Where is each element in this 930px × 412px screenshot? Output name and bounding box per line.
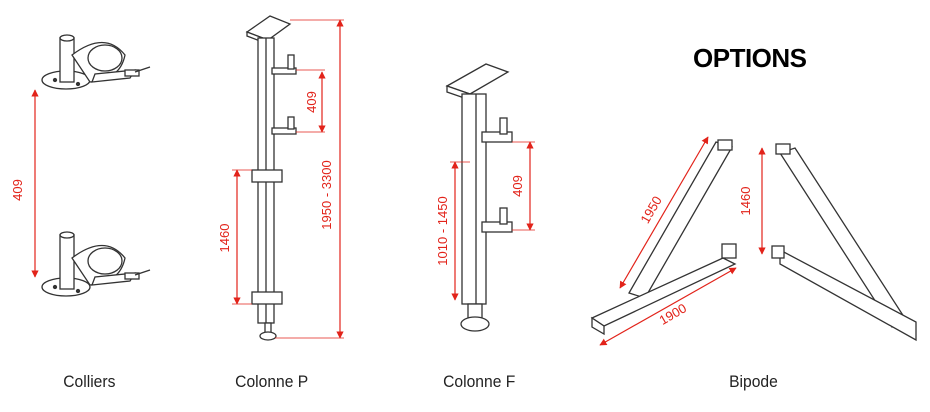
colonne-f-gap-label: 409: [510, 175, 525, 197]
colliers-dimension-label: 409: [10, 179, 25, 201]
bipode-leg-label: 1950: [637, 193, 664, 226]
caption-bipode: Bipode: [729, 372, 778, 391]
caption-colonne-p: Colonne P: [235, 372, 309, 391]
collier-top: [41, 34, 151, 90]
colonne-f-drawing: [445, 63, 513, 332]
caption-colonne-f: Colonne F: [443, 372, 516, 391]
caption-colliers: Colliers: [63, 372, 116, 391]
colonne-p-drawing: [245, 15, 297, 341]
colonne-p-mid-label: 1460: [217, 224, 232, 253]
colonne-p-top-gap-label: 409: [304, 91, 319, 113]
bipode-height-label: 1460: [738, 187, 753, 216]
bipode-leg-line: [619, 136, 709, 289]
options-title: OPTIONS: [693, 43, 807, 73]
collier-bottom: [41, 231, 151, 297]
bipode-base-line: [599, 267, 737, 346]
colonne-f-height-label: 1010 - 1450: [435, 196, 450, 265]
colonne-p-total-label: 1950 - 3300: [319, 160, 334, 229]
colliers-drawing: [41, 34, 151, 297]
bipode-drawing: [590, 139, 917, 342]
bipode-base-label: 1900: [656, 300, 689, 327]
